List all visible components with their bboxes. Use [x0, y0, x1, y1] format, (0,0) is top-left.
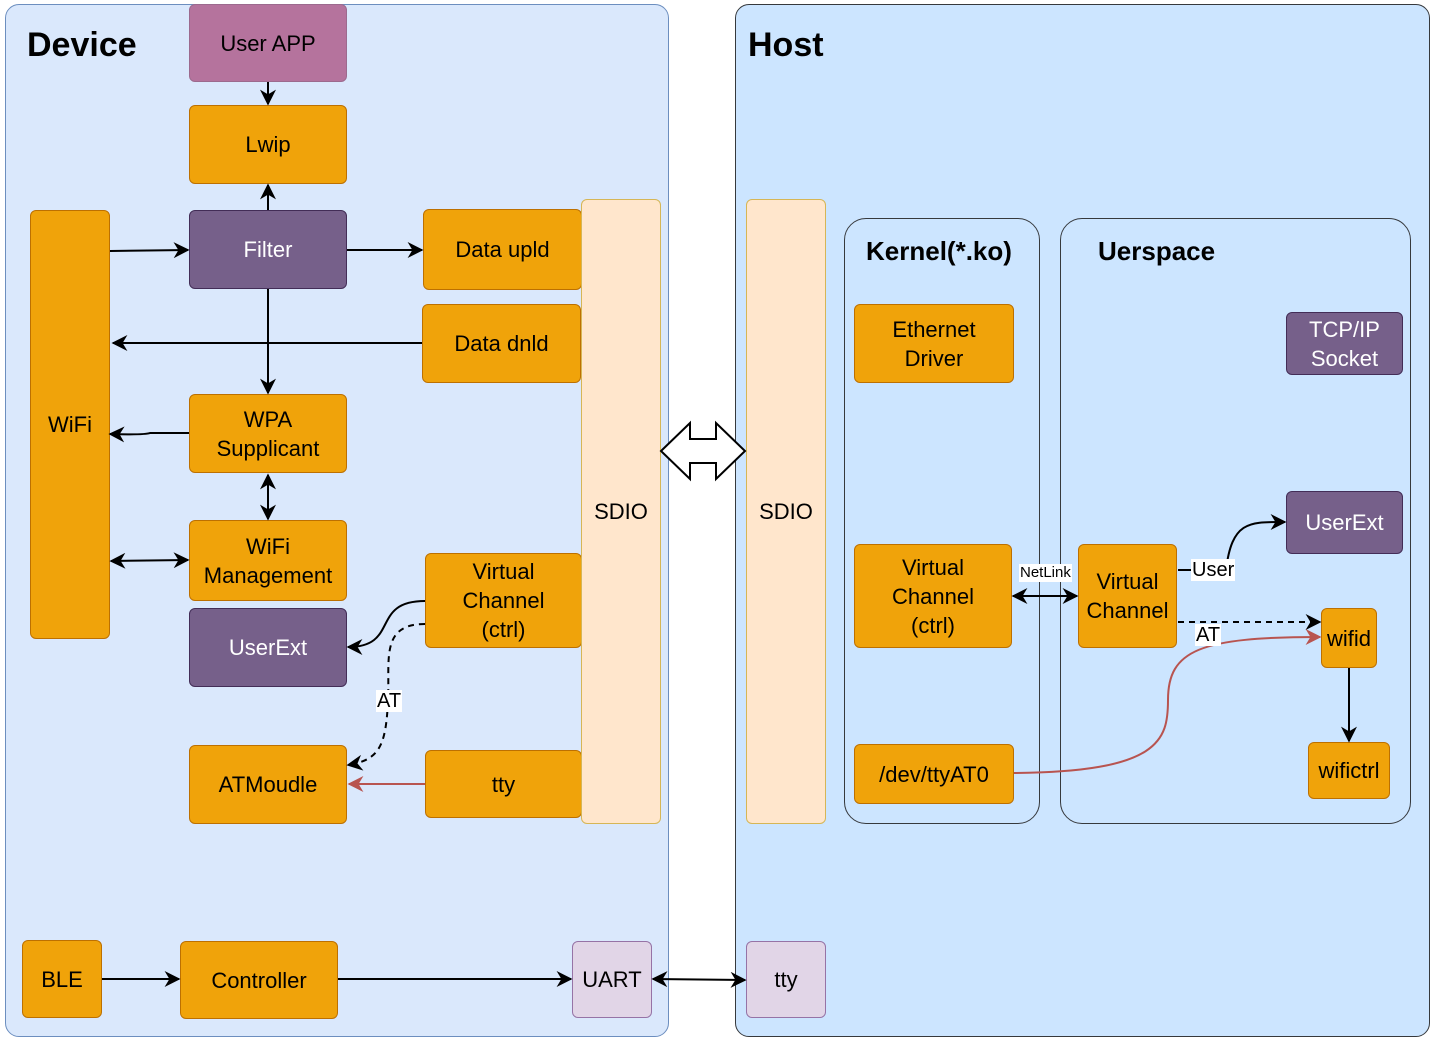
ethernet-driver-block[interactable]: Ethernet Driver: [854, 304, 1014, 383]
host-userspace-virtual-channel-block[interactable]: Virtual Channel: [1078, 544, 1177, 648]
host-sdio-block[interactable]: SDIO: [746, 199, 826, 824]
device-at-edge-label: AT: [376, 690, 403, 712]
controller-block[interactable]: Controller: [180, 941, 338, 1019]
host-at-edge-label: AT: [1195, 624, 1222, 646]
data-upload-block[interactable]: Data upld: [423, 209, 582, 290]
host-kernel-virtual-channel-block[interactable]: Virtual Channel (ctrl): [854, 544, 1012, 648]
kernel-title: Kernel(*.ko): [866, 236, 1012, 266]
device-virtual-channel-block[interactable]: Virtual Channel (ctrl): [425, 553, 582, 648]
device-userext-block[interactable]: UserExt: [189, 608, 347, 687]
device-tty-block[interactable]: tty: [425, 750, 582, 818]
sdio-bidirectional-arrow-icon: [659, 420, 747, 482]
data-download-block[interactable]: Data dnld: [422, 304, 581, 383]
device-sdio-block[interactable]: SDIO: [581, 199, 661, 824]
wpa-supplicant-block[interactable]: WPA Supplicant: [189, 394, 347, 473]
lwip-block[interactable]: Lwip: [189, 105, 347, 184]
filter-block[interactable]: Filter: [189, 210, 347, 289]
userspace-title: Uerspace: [1098, 236, 1216, 266]
user-edge-label: User: [1191, 559, 1236, 581]
host-title: Host: [748, 26, 824, 64]
wifictrl-block[interactable]: wifictrl: [1308, 742, 1390, 799]
wifi-management-block[interactable]: WiFi Management: [189, 520, 347, 601]
dev-tty-at0-block[interactable]: /dev/ttyAT0: [854, 744, 1014, 804]
device-title: Device: [27, 26, 137, 64]
userspace-container: [1060, 218, 1411, 824]
host-tty-block[interactable]: tty: [746, 941, 826, 1018]
wifid-block[interactable]: wifid: [1321, 608, 1377, 668]
uart-block[interactable]: UART: [572, 941, 652, 1018]
ble-block[interactable]: BLE: [22, 940, 102, 1018]
netlink-edge-label: NetLink: [1019, 564, 1072, 582]
tcpip-socket-block[interactable]: TCP/IP Socket: [1286, 312, 1403, 375]
wifi-block[interactable]: WiFi: [30, 210, 110, 639]
atmodule-block[interactable]: ATMoudle: [189, 745, 347, 824]
user-app-block[interactable]: User APP: [189, 4, 347, 82]
host-userext-block[interactable]: UserExt: [1286, 491, 1403, 554]
kernel-container: [844, 218, 1040, 824]
